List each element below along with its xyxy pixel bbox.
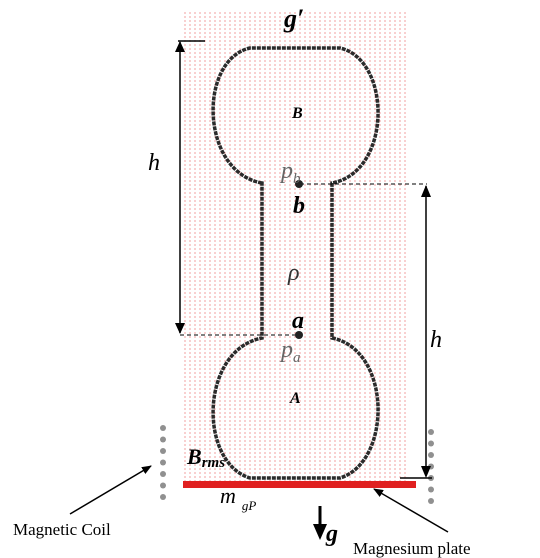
height-right-label: h bbox=[430, 327, 442, 353]
point-a-marker bbox=[295, 331, 303, 339]
coil-dot bbox=[428, 452, 434, 458]
coil-dot bbox=[428, 440, 434, 447]
field-strength-label: Brms bbox=[186, 444, 225, 471]
magnesium-plate-label: Magnesium plate bbox=[353, 539, 471, 558]
point-a-lower-label: pa bbox=[279, 337, 301, 366]
magnetic-coil-right bbox=[428, 429, 434, 504]
coil-dot bbox=[428, 486, 434, 493]
gravity-label: g bbox=[325, 521, 338, 547]
magnetic-coil-left bbox=[160, 425, 166, 500]
coil-dot bbox=[160, 494, 166, 500]
gravity-arrow bbox=[313, 506, 327, 540]
coil-dot bbox=[160, 436, 166, 443]
magnetic-coil-label: Magnetic Coil bbox=[13, 520, 111, 539]
fluid-body-outline bbox=[211, 46, 380, 480]
field-top-label: g′ bbox=[283, 4, 304, 33]
coil-dot bbox=[428, 498, 434, 504]
coil-dot bbox=[160, 425, 166, 431]
point-a-upper-label: a bbox=[292, 308, 304, 334]
coil-dot bbox=[428, 429, 434, 435]
height-left-label: h bbox=[148, 150, 160, 176]
coil-dot bbox=[160, 448, 166, 454]
density-label: ρ bbox=[287, 260, 300, 286]
coil-dot bbox=[160, 482, 166, 489]
bulb-top-label: B bbox=[291, 105, 303, 122]
coil-dot bbox=[160, 471, 166, 477]
point-b-marker bbox=[295, 180, 303, 188]
magnesium-plate bbox=[183, 481, 416, 488]
plate-callout-arrow bbox=[373, 488, 449, 533]
height-dimension-right bbox=[300, 183, 432, 479]
point-b-upper-label: pb bbox=[279, 158, 301, 187]
coil-callout-arrow bbox=[69, 465, 152, 515]
bulb-bottom-label: A bbox=[289, 390, 301, 407]
point-b-lower-label: b bbox=[293, 193, 305, 219]
coil-dot bbox=[160, 459, 166, 466]
height-dimension-left bbox=[175, 40, 300, 336]
